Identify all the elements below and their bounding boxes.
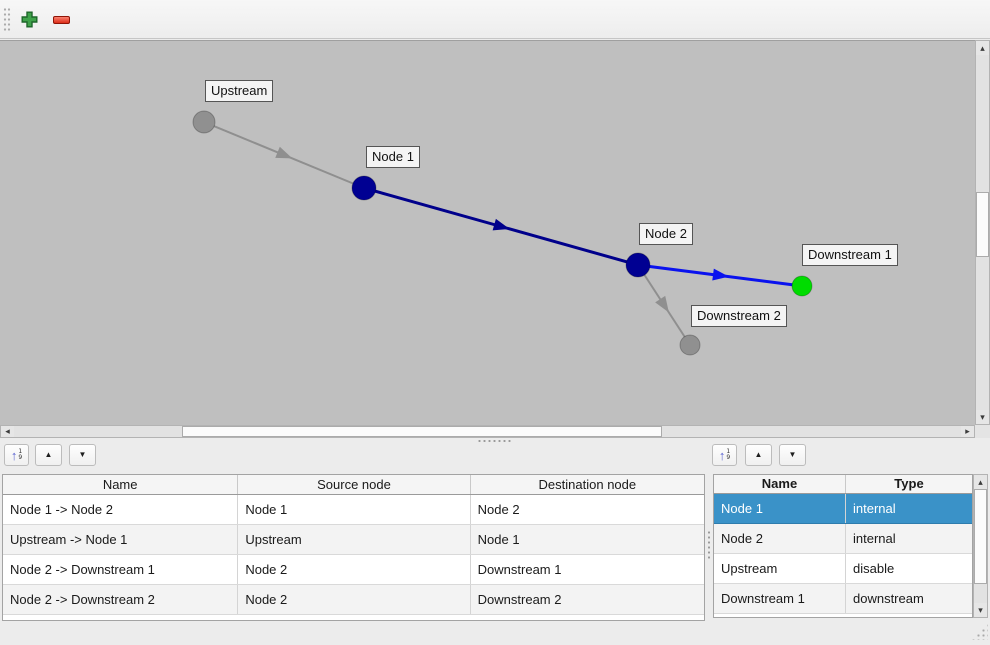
arrowhead-icon (712, 268, 729, 281)
remove-node-button[interactable] (47, 6, 75, 33)
links-sort-button[interactable]: ↑ 1 9 (4, 444, 29, 466)
table-cell[interactable]: Downstream 1 (477, 562, 562, 577)
nodes-move-down-button[interactable]: ▼ (779, 444, 806, 466)
scroll-down-arrow-icon[interactable]: ▾ (974, 603, 987, 617)
table-cell[interactable]: internal (852, 501, 896, 516)
up-triangle-icon: ▲ (44, 450, 53, 459)
table-cell[interactable]: Downstream 2 (477, 592, 562, 607)
table-cell[interactable]: Node 1 (477, 532, 520, 547)
graph-horizontal-scrollbar[interactable]: ◂ ▸ (0, 425, 975, 438)
add-node-button[interactable] (15, 6, 43, 33)
nodes-move-up-button[interactable]: ▲ (745, 444, 772, 466)
column-header-type[interactable]: Type (894, 476, 924, 491)
links-move-down-button[interactable]: ▼ (69, 444, 96, 466)
arrowhead-icon (492, 218, 510, 231)
down-triangle-icon: ▼ (78, 450, 87, 459)
table-cell[interactable]: Node 1 (238, 495, 471, 524)
table-cell[interactable]: Node 2 (714, 524, 846, 553)
table-cell[interactable]: Node 2 (238, 585, 471, 614)
node-downstream1[interactable] (791, 275, 813, 297)
nodes-sort-button[interactable]: ↑ 1 9 (712, 444, 737, 466)
table-cell[interactable]: Node 1 -> Node 2 (3, 495, 239, 524)
nodes-table-vscroll-thumb[interactable] (974, 489, 987, 584)
node-label-node2[interactable]: Node 2 (639, 223, 693, 245)
node-label-downstream2[interactable]: Downstream 2 (691, 305, 787, 327)
scroll-right-arrow-icon[interactable]: ▸ (961, 426, 974, 437)
table-cell[interactable]: Upstream (238, 525, 471, 554)
vertical-splitter[interactable] (705, 444, 713, 621)
table-cell[interactable]: internal (852, 531, 896, 546)
topology-graph (192, 110, 813, 356)
table-cell[interactable]: Downstream 1 (714, 584, 846, 613)
graph-vscroll-thumb[interactable] (976, 192, 989, 257)
down-triangle-icon: ▼ (788, 450, 797, 459)
scroll-up-arrow-icon[interactable]: ▴ (976, 41, 989, 55)
arrowhead-icon (655, 295, 669, 313)
sort-ascending-icon: ↑ 1 9 (10, 447, 23, 463)
node-label-upstream[interactable]: Upstream (205, 80, 274, 102)
scroll-left-arrow-icon[interactable]: ◂ (1, 426, 14, 437)
table-cell[interactable]: disable (852, 561, 895, 576)
window-resize-grip[interactable] (971, 623, 988, 640)
node-downstream2[interactable] (679, 334, 701, 356)
table-row[interactable]: Downstream 1 downstream (714, 584, 972, 614)
splitter-handle-dots (707, 530, 711, 560)
table-cell[interactable]: Upstream (714, 554, 846, 583)
table-cell[interactable]: downstream (852, 591, 924, 606)
horizontal-splitter[interactable] (0, 438, 990, 444)
node-label-node1[interactable]: Node 1 (366, 146, 420, 168)
main-toolbar (0, 0, 990, 39)
scroll-down-arrow-icon[interactable]: ▾ (976, 410, 989, 424)
table-cell[interactable]: Node 2 (477, 502, 520, 517)
table-cell[interactable]: Node 2 -> Downstream 1 (3, 555, 239, 584)
table-cell[interactable]: Node 2 (238, 555, 471, 584)
node-label-downstream1[interactable]: Downstream 1 (802, 244, 898, 266)
node-node1[interactable] (351, 175, 377, 201)
minus-icon (52, 15, 70, 24)
up-triangle-icon: ▲ (754, 450, 763, 459)
scrollbar-corner (975, 425, 990, 438)
graph-vertical-scrollbar[interactable]: ▴ ▾ (975, 40, 990, 425)
table-row[interactable]: Upstream disable (714, 554, 972, 584)
column-header-name[interactable]: Name (714, 475, 846, 493)
graph-hscroll-thumb[interactable] (182, 426, 662, 437)
arrowhead-icon (275, 146, 293, 159)
sort-ascending-icon: ↑ 1 9 (718, 447, 731, 463)
table-cell[interactable]: Node 2 -> Downstream 2 (3, 585, 239, 614)
node-upstream[interactable] (192, 110, 216, 134)
node-node2[interactable] (625, 252, 651, 278)
table-cell[interactable]: Node 1 (714, 494, 846, 523)
column-header-destination-node[interactable]: Destination node (538, 477, 637, 492)
links-move-up-button[interactable]: ▲ (35, 444, 62, 466)
table-row[interactable]: Node 2 internal (714, 524, 972, 554)
table-row[interactable]: Node 1 internal (714, 494, 972, 524)
nodes-table-vertical-scrollbar[interactable]: ▴ ▾ (973, 474, 988, 618)
column-header-source-node[interactable]: Source node (238, 475, 471, 494)
nodes_panel-header-row: Name Type (714, 475, 972, 494)
column-header-name[interactable]: Name (3, 475, 239, 494)
toolbar-drag-handle[interactable] (3, 7, 11, 33)
table-cell[interactable]: Upstream -> Node 1 (3, 525, 239, 554)
splitter-handle-dots (477, 439, 513, 443)
plus-icon (21, 11, 37, 28)
scroll-up-arrow-icon[interactable]: ▴ (974, 475, 987, 489)
